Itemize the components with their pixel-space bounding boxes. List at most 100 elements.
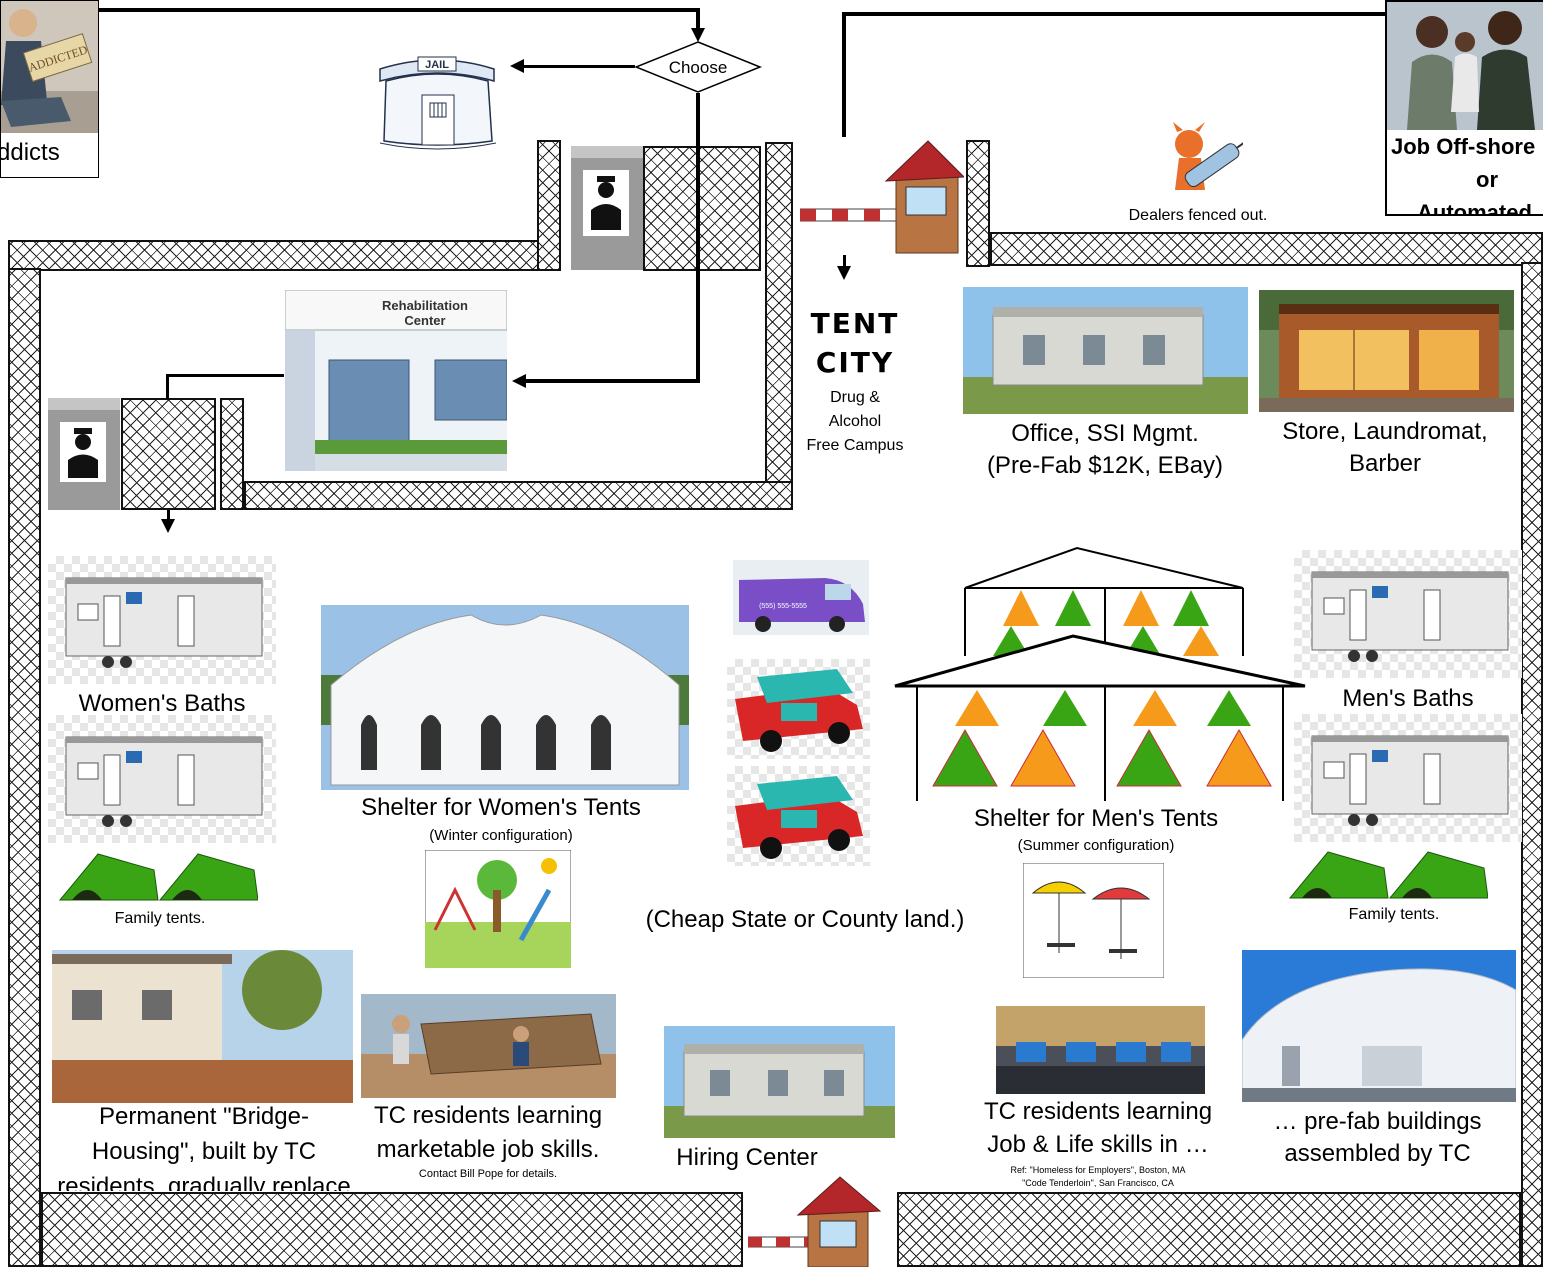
life-skills-photo: [996, 1006, 1205, 1094]
fence-post-gate1: [537, 140, 561, 271]
dealers-caption: Dealers fenced out.: [1128, 207, 1268, 224]
life-skills-ref2: "Code Tenderloin", San Francisco, CA: [1022, 1178, 1174, 1187]
family-tents-left-icon: [58, 853, 258, 901]
job-skills-photo: [361, 994, 616, 1098]
prefab-photo: [1242, 950, 1516, 1102]
van-text: (555) 555-5555: [759, 603, 807, 610]
store-photo: [1259, 290, 1514, 412]
job-skills-line2: marketable job skills.: [376, 1136, 600, 1163]
flow-line-top: [98, 8, 700, 12]
guard-booth-2: [48, 398, 120, 510]
fence-post-gate3: [966, 140, 990, 267]
flow-line-rehab-left: [166, 374, 284, 377]
flow-line-top-down: [696, 8, 700, 30]
flow-line-rehab-down: [166, 374, 169, 399]
gate-2-panel[interactable]: [121, 398, 216, 510]
job-offshore-line3: Automated: [1417, 200, 1532, 216]
bridge-housing-line3: residents, gradually replace: [57, 1173, 351, 1191]
playground-image: [425, 850, 571, 968]
flow-arrow-women: [161, 519, 175, 533]
bridge-housing-line2: Housing", built by TC: [91, 1138, 317, 1165]
flow-line-gate3-down: [843, 255, 846, 268]
job-skills-line1: TC residents learning: [373, 1102, 603, 1129]
womens-bath-trailer-1: [48, 556, 276, 684]
flow-line-to-rehab: [522, 379, 700, 383]
fence-top-right: [990, 232, 1543, 266]
office-caption-2: (Pre-Fab $12K, EBay): [986, 452, 1224, 479]
fence-inner-bottom: [244, 481, 793, 510]
family-photo-box: Job Off-shore or Automated: [1385, 0, 1543, 216]
flow-arrow-choose: [691, 28, 705, 42]
mens-bath-trailer-1: [1294, 550, 1522, 678]
tent-city-title-1: TENT: [810, 307, 900, 340]
family-tents-left-caption: Family tents.: [114, 910, 206, 927]
job-skills-contact: Contact Bill Pope for details.: [418, 1168, 558, 1180]
flow-arrow-jail: [510, 59, 524, 73]
prefab-line1: … pre-fab buildings: [1273, 1108, 1482, 1135]
hiring-center-caption: Hiring Center: [676, 1144, 818, 1171]
rehab-sign-1: Rehabilitation: [382, 298, 468, 313]
flow-line-right-down: [842, 12, 846, 137]
tent-city-sub-3: Free Campus: [806, 437, 904, 454]
van-photo: (555) 555-5555: [733, 560, 869, 635]
flow-line-gate2-down: [167, 510, 170, 522]
flow-arrow-tentcity: [837, 266, 851, 280]
dealer-devil-icon: [1173, 122, 1243, 190]
addicts-label: ddicts: [0, 139, 60, 166]
store-caption-1: Store, Laundromat,: [1282, 418, 1488, 445]
flow-line-choose-down: [696, 93, 700, 383]
jail-building: JAIL: [379, 56, 497, 150]
addicts-box: ADDICTED ddicts: [0, 0, 99, 178]
fence-post-gate2: [220, 398, 244, 510]
job-offshore-line1: Job Off-shore: [1391, 134, 1536, 159]
men-shelter-drawing: [894, 546, 1306, 801]
flow-line-right-top: [842, 12, 1391, 16]
food-truck-1: [727, 659, 870, 759]
flow-line-to-jail: [520, 65, 635, 68]
family-tents-right-caption: Family tents.: [1348, 906, 1440, 923]
womens-baths-caption: Women's Baths: [78, 690, 246, 717]
gate-guard-shack-top[interactable]: [800, 137, 964, 255]
rehabilitation-center: Rehabilitation Center: [285, 290, 507, 471]
fence-bottom-right: [897, 1192, 1521, 1267]
life-skills-line1: TC residents learning: [983, 1098, 1213, 1125]
tent-city-sub-1: Drug &: [830, 389, 880, 406]
rehab-sign-2: Center: [404, 313, 445, 328]
mens-baths-caption: Men's Baths: [1342, 685, 1474, 712]
womens-bath-trailer-2: [48, 715, 276, 843]
fence-inner-right: [765, 142, 793, 510]
office-photo: [963, 287, 1248, 414]
men-shelter-caption: Shelter for Men's Tents: [973, 805, 1219, 832]
guard-icon: [68, 428, 98, 478]
tent-city-sub-2: Alcohol: [828, 413, 882, 430]
office-caption-1: Office, SSI Mgmt.: [1011, 420, 1199, 447]
flow-arrow-rehab: [512, 374, 526, 388]
family-photo: [1387, 2, 1543, 130]
hiring-center-photo: [664, 1026, 895, 1138]
food-truck-2: [727, 766, 870, 866]
fence-bottom-left: [41, 1192, 743, 1267]
cafe-image: [1023, 863, 1164, 978]
choose-label: Choose: [669, 58, 728, 77]
prefab-line2: assembled by TC: [1284, 1140, 1471, 1167]
choose-diamond[interactable]: Choose: [634, 40, 762, 94]
bridge-housing-line1: Permanent "Bridge-: [99, 1103, 309, 1130]
gate-guard-shack-bottom[interactable]: [748, 1175, 898, 1267]
addicts-photo: ADDICTED: [1, 1, 98, 133]
land-caption: (Cheap State or County land.): [645, 906, 965, 933]
guard-icon: [591, 176, 621, 230]
women-shelter-caption: Shelter for Women's Tents: [361, 794, 641, 821]
life-skills-line2: Job & Life skills in …: [987, 1131, 1209, 1158]
women-shelter-sub: (Winter configuration): [429, 827, 573, 843]
fence-top-left: [8, 240, 561, 271]
store-caption-2: Barber: [1348, 450, 1422, 477]
family-tents-right-icon: [1288, 851, 1488, 899]
fence-left-outer: [8, 268, 41, 1267]
guard-booth-1: [571, 146, 643, 270]
life-skills-ref1: Ref: "Homeless for Employers", Boston, M…: [1010, 1165, 1186, 1175]
job-offshore-line2: or: [1476, 167, 1498, 192]
gate-1-panel[interactable]: [643, 146, 761, 271]
bridge-housing-photo: [52, 950, 353, 1103]
men-shelter-sub: (Summer configuration): [1017, 837, 1175, 853]
tent-city-title-2: CITY: [815, 346, 895, 379]
